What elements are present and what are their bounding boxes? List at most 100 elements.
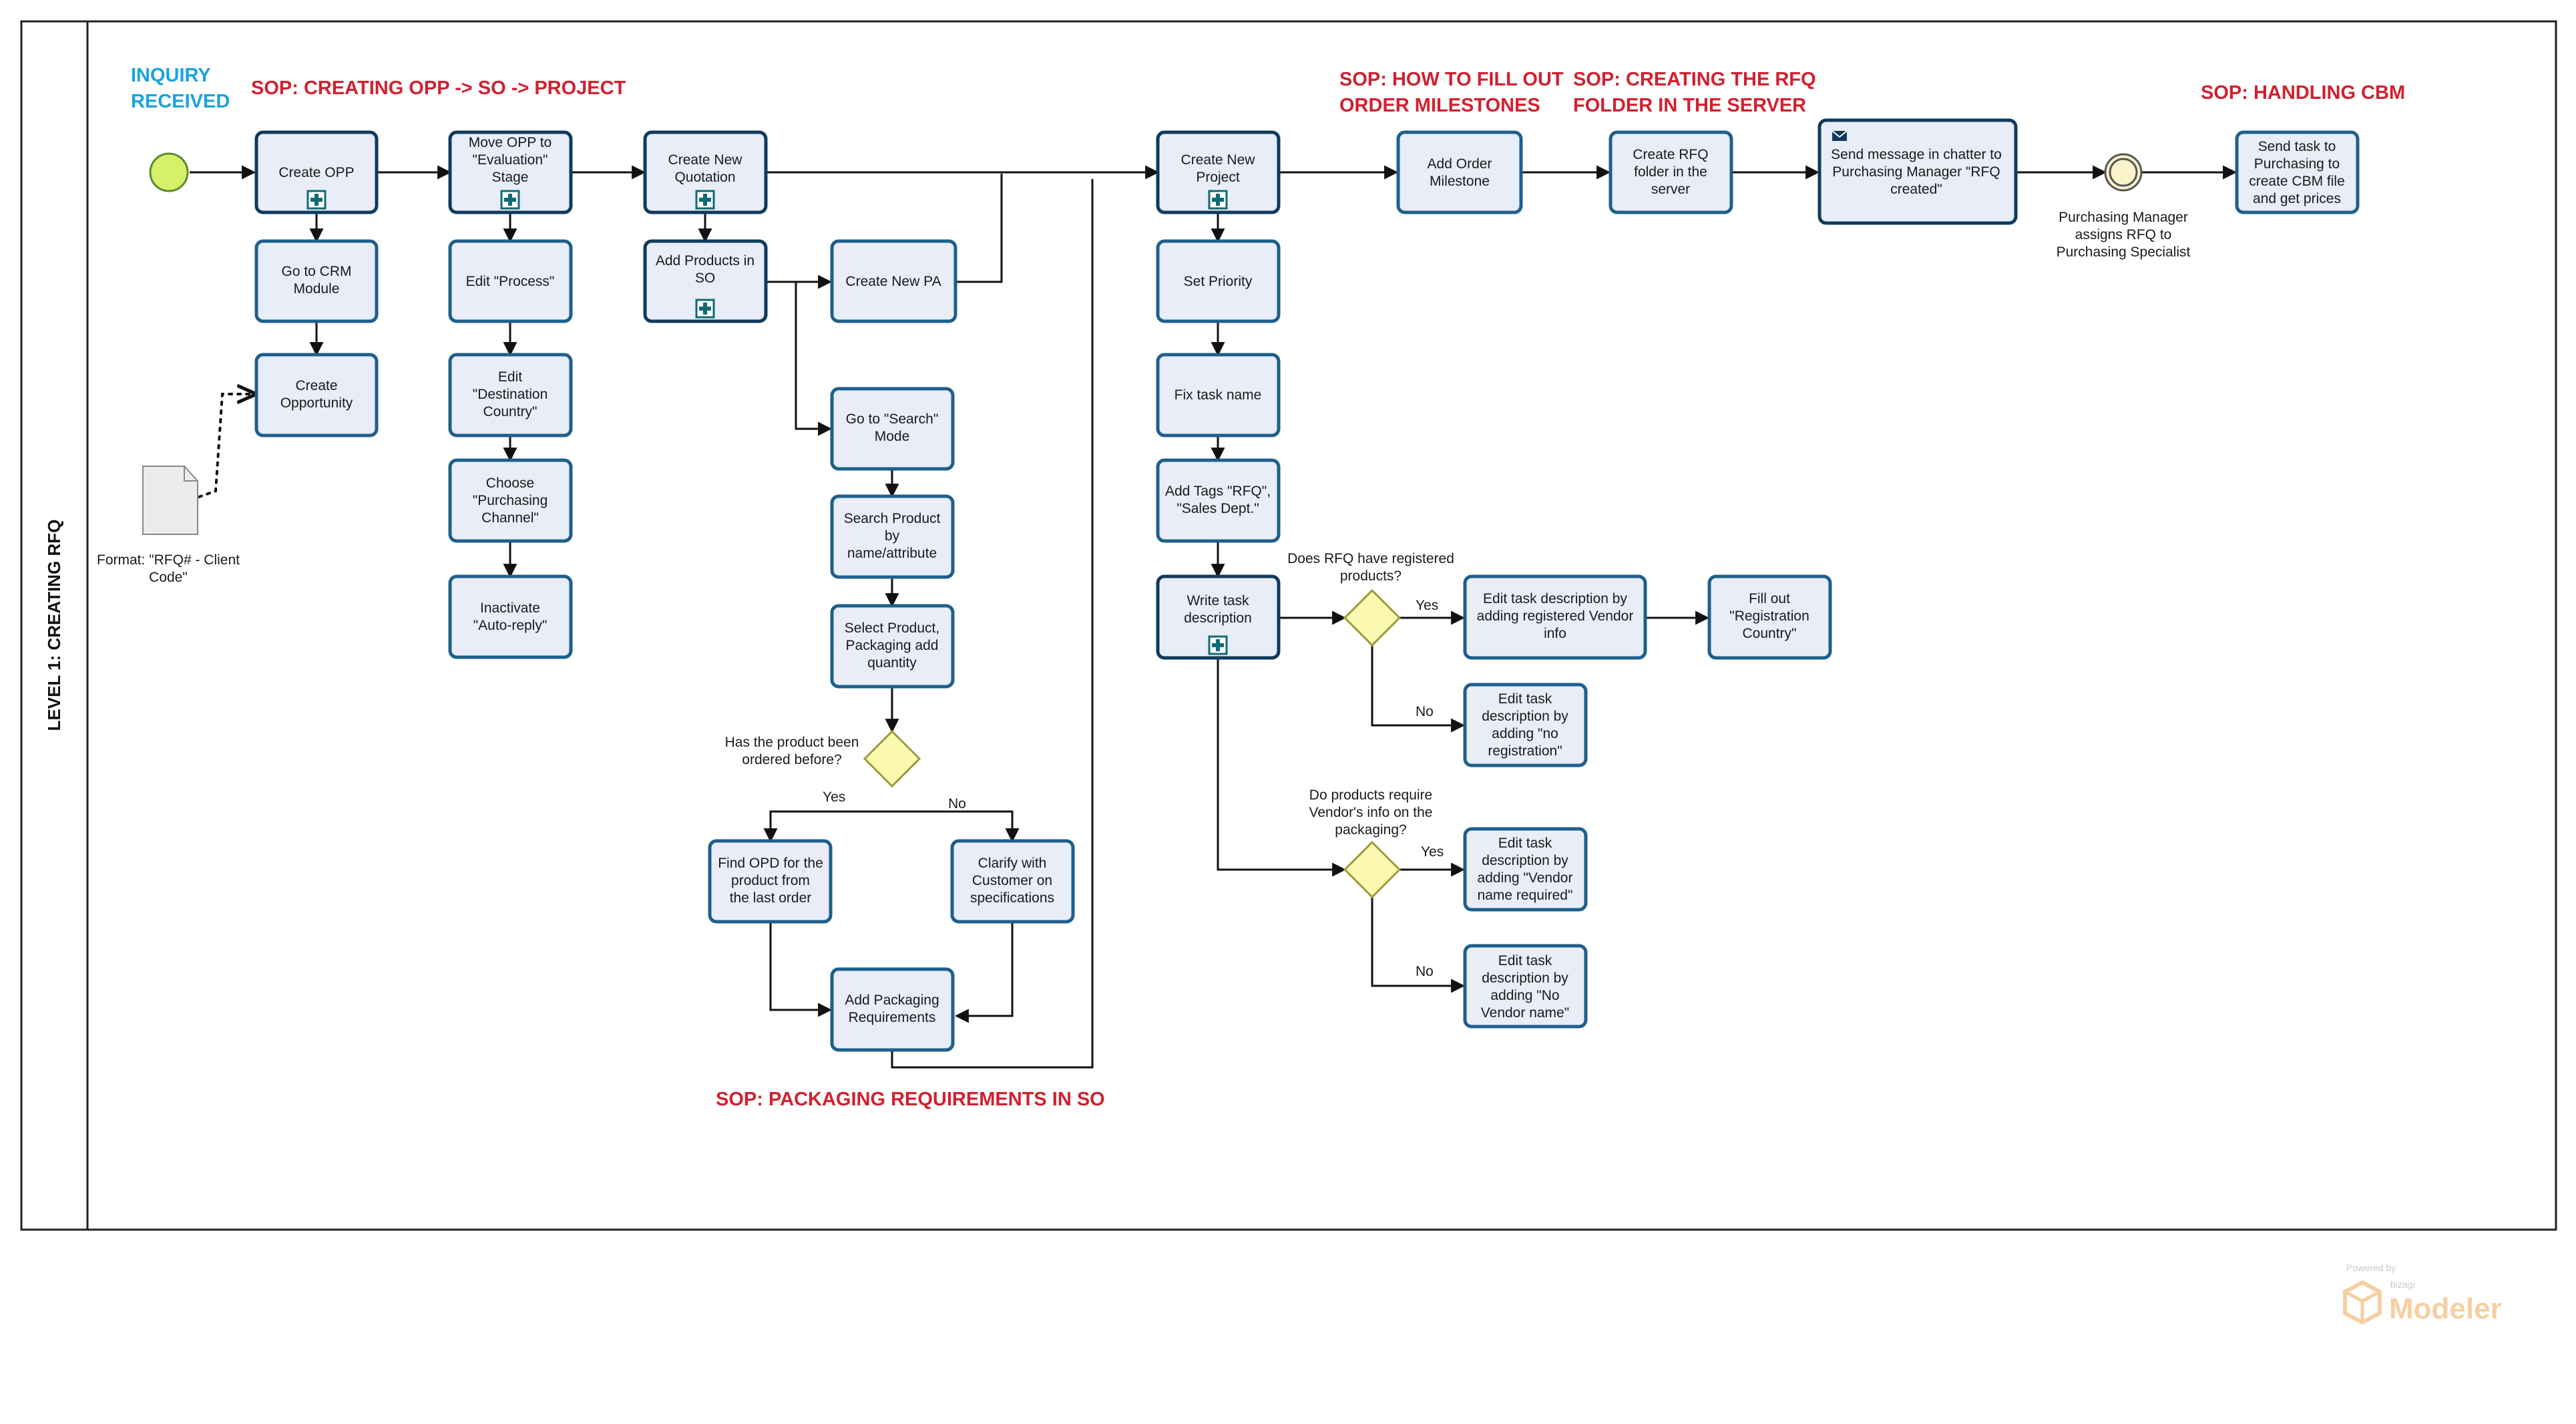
brand-powered-by: Powered by bbox=[2346, 1262, 2396, 1273]
flow-label-no-registered: No bbox=[1416, 704, 1434, 719]
lane-title: LEVEL 1: CREATING RFQ bbox=[44, 520, 64, 731]
svg-text:Create New PA: Create New PA bbox=[845, 274, 941, 289]
pool-frame bbox=[20, 20, 2557, 1231]
task-create-pa[interactable]: Create New PA bbox=[830, 239, 957, 323]
subprocess-marker-icon[interactable] bbox=[1208, 635, 1228, 655]
task-fix-task-name[interactable]: Fix task name bbox=[1156, 353, 1281, 437]
svg-text:Edit "Process": Edit "Process" bbox=[466, 274, 555, 289]
document-corner bbox=[184, 466, 198, 482]
subprocess-marker-icon[interactable] bbox=[695, 299, 715, 319]
heading-sop-opp: SOP: CREATING OPP -> SO -> PROJECT bbox=[251, 77, 626, 99]
task-edit-process[interactable]: Edit "Process" bbox=[448, 239, 573, 323]
gateway-vendor-info[interactable] bbox=[1343, 840, 1402, 899]
gateway-registered-products[interactable] bbox=[1343, 588, 1402, 647]
svg-text:Create OPP: Create OPP bbox=[278, 165, 354, 180]
brand-product: Modeler bbox=[2389, 1292, 2502, 1325]
document-association bbox=[198, 394, 256, 498]
subprocess-marker-icon[interactable] bbox=[500, 190, 520, 210]
subprocess-marker-icon[interactable] bbox=[695, 190, 715, 210]
heading-sop-packaging: SOP: PACKAGING REQUIREMENTS IN SO bbox=[716, 1089, 1105, 1110]
brand-watermark: Powered by bizagi Modeler bbox=[2343, 1262, 2502, 1325]
flow-label-yes-ordered: Yes bbox=[823, 789, 845, 805]
brand-cube-icon bbox=[2343, 1280, 2382, 1325]
flow-label-yes-vendor: Yes bbox=[1421, 844, 1444, 860]
svg-text:Move OPP to"Evaluation"Stage: Move OPP to"Evaluation"Stage bbox=[469, 135, 552, 185]
task-set-priority[interactable]: Set Priority bbox=[1156, 239, 1281, 323]
subprocess-marker-icon[interactable] bbox=[1208, 190, 1228, 210]
brand-vendor: bizagi bbox=[2390, 1279, 2415, 1290]
task-go-search-mode[interactable]: Go to "Search"Mode bbox=[830, 387, 955, 471]
flow-label-no-ordered: No bbox=[948, 796, 966, 812]
subprocess-marker-icon[interactable] bbox=[306, 190, 327, 210]
task-move-opp[interactable]: Move OPP to"Evaluation"Stage bbox=[448, 130, 573, 214]
task-add-tags[interactable]: Add Tags "RFQ","Sales Dept." bbox=[1156, 458, 1281, 543]
flow-label-yes-registered: Yes bbox=[1416, 598, 1438, 613]
task-inactivate-auto-reply[interactable]: Inactivate"Auto-reply" bbox=[448, 574, 573, 659]
svg-text:Go to "Search"Mode: Go to "Search"Mode bbox=[846, 411, 939, 444]
svg-text:Set Priority: Set Priority bbox=[1184, 274, 1253, 289]
svg-text:Add Tags "RFQ","Sales Dept.": Add Tags "RFQ","Sales Dept." bbox=[1165, 484, 1271, 516]
svg-text:Fix task name: Fix task name bbox=[1174, 387, 1262, 403]
intermediate-event[interactable] bbox=[2104, 153, 2143, 192]
heading-sop-cbm: SOP: HANDLING CBM bbox=[2201, 82, 2405, 104]
gateway-ordered-before[interactable] bbox=[863, 729, 921, 788]
document-icon bbox=[142, 466, 198, 535]
svg-text:Inactivate"Auto-reply": Inactivate"Auto-reply" bbox=[473, 600, 548, 633]
start-event[interactable] bbox=[149, 152, 189, 192]
sequence-flows bbox=[190, 165, 2237, 1069]
task-create-opp[interactable]: Create OPP bbox=[254, 130, 379, 214]
